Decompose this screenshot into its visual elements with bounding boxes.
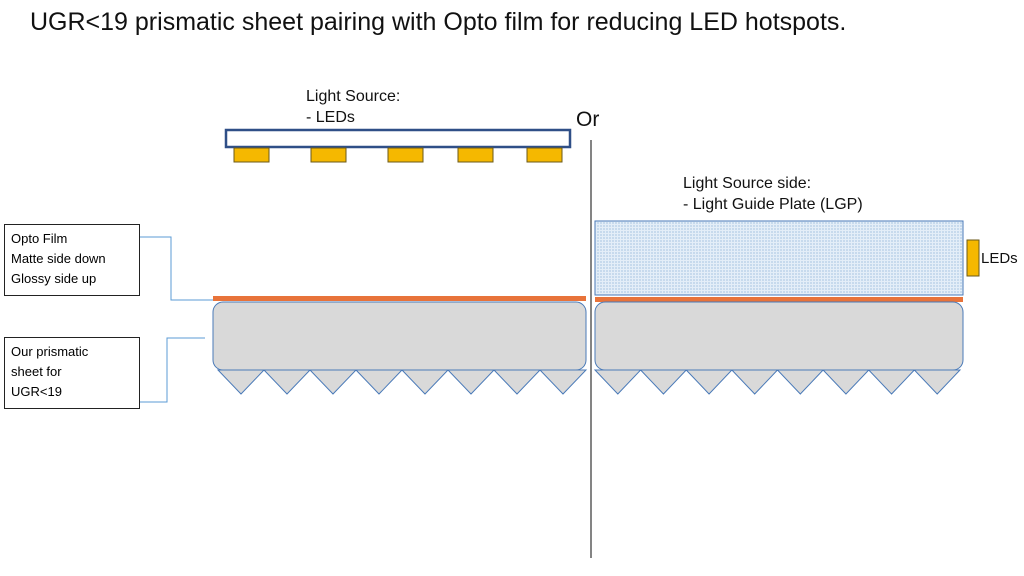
prism-callout-line-1: Our prismatic [11,344,89,359]
right-opto-film [595,297,963,302]
right-led-label: LEDs [981,250,1018,267]
right-source-item: - Light Guide Plate (LGP) [683,196,863,213]
left-source-item: - LEDs [306,109,355,126]
prism-callout-line-2: sheet for [11,364,62,379]
led-5 [526,147,563,163]
callout-leaders [119,234,213,405]
right-prism-row [593,369,962,395]
opto-leader-line [133,234,213,301]
prismatic-sheet-callout: Our prismatic sheet for UGR<19 [4,337,140,409]
left-prism-row [216,369,588,395]
left-source-heading: Light Source: [306,88,401,105]
opto-callout-line-1: Opto Film [11,231,68,246]
prism-callout-line-3: UGR<19 [11,384,62,399]
led-1 [233,147,270,163]
opto-callout-line-2: Matte side down [11,251,106,266]
page-title: UGR<19 prismatic sheet pairing with Opto… [30,8,847,36]
led-2 [310,147,347,163]
right-source-heading: Light Source side: [683,175,812,192]
led-4 [457,147,494,163]
opto-film-callout: Opto Film Matte side down Glossy side up [4,224,140,296]
led-bar [224,128,572,149]
prism-leader-line [119,337,205,405]
or-label: Or [576,108,600,131]
right-prismatic-sheet [594,301,964,371]
left-led-group [224,128,572,163]
left-prismatic-sheet [212,301,587,371]
opto-callout-line-3: Glossy side up [11,271,97,286]
right-led [966,239,980,277]
left-opto-film [213,296,586,301]
lgp-group [593,220,980,395]
prismatic-sheet-group [212,140,592,558]
led-3 [387,147,424,163]
light-guide-plate [594,220,964,296]
